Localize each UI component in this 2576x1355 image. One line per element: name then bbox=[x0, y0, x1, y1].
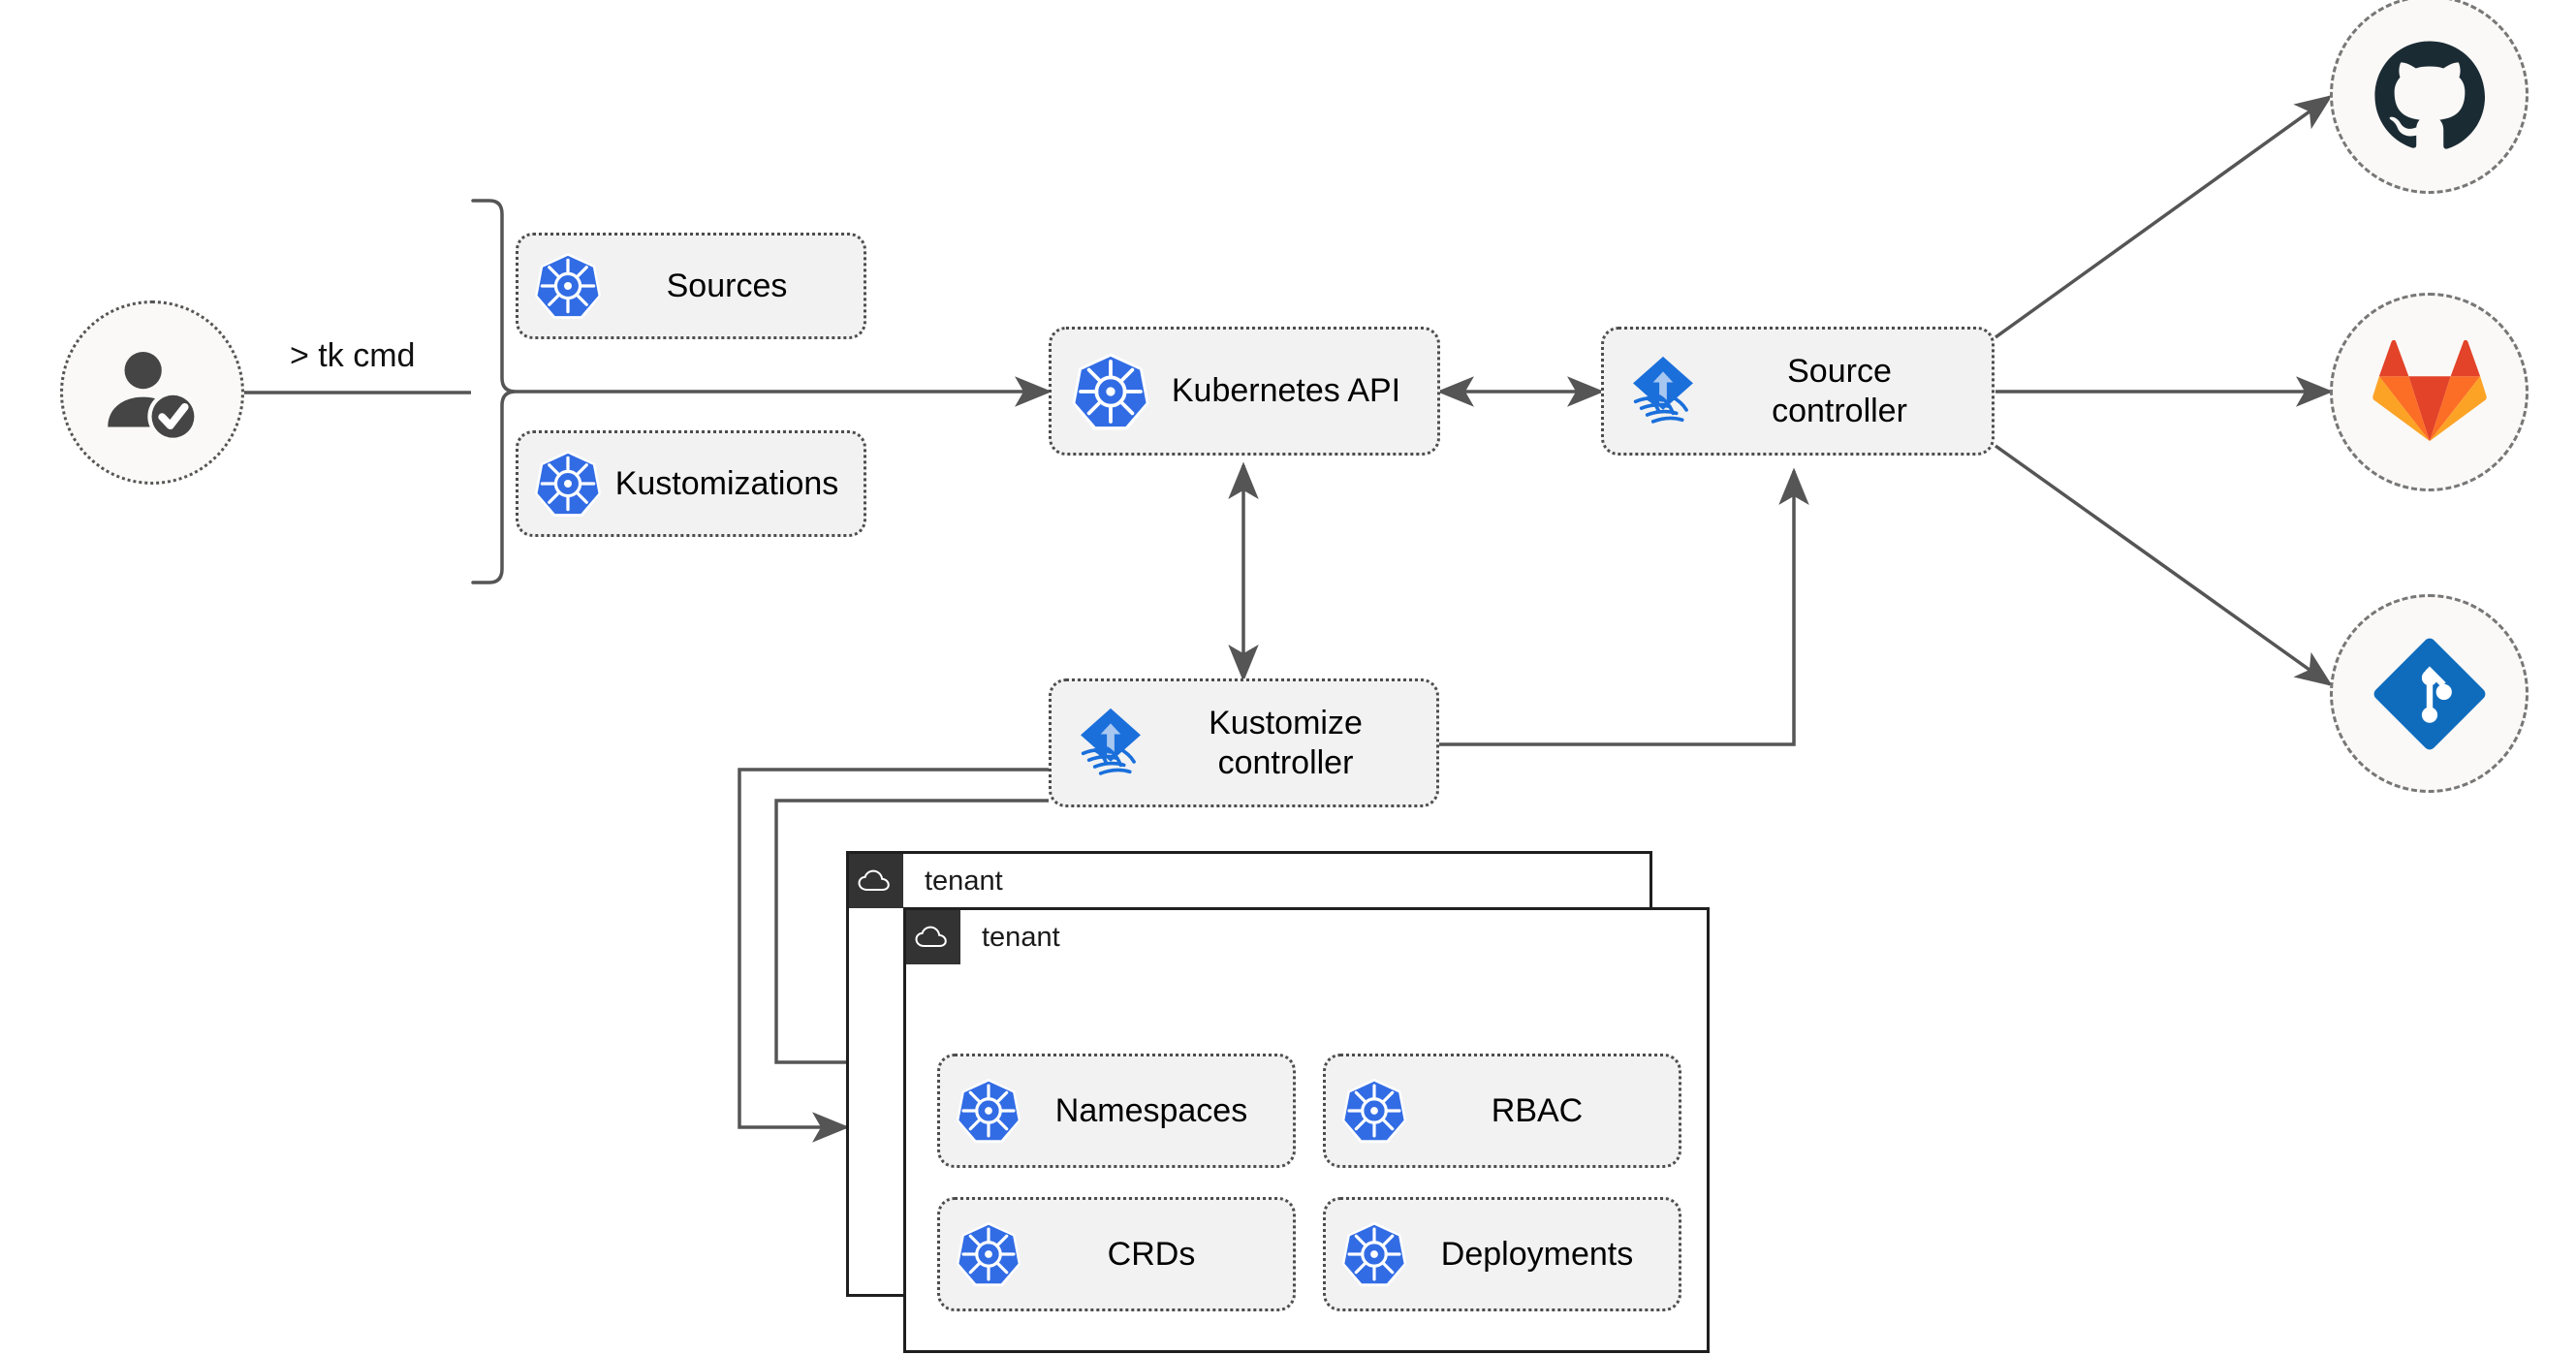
tenant-window-2[interactable]: tenant Namespaces bbox=[903, 907, 1710, 1353]
cloud-icon bbox=[849, 854, 903, 908]
node-kustomize-controller-label: Kustomize controller bbox=[1209, 705, 1363, 781]
cloud-icon bbox=[906, 910, 960, 964]
tenant-2-titlebar: tenant bbox=[906, 910, 1060, 964]
kubernetes-icon bbox=[1339, 1076, 1409, 1146]
tenant-resource-crds-label: CRDs bbox=[1107, 1235, 1196, 1273]
tenant-resource-deployments[interactable]: Deployments bbox=[1323, 1197, 1681, 1311]
edge-source-to-git bbox=[1994, 444, 2333, 687]
tenant-resource-crds[interactable]: CRDs bbox=[937, 1197, 1296, 1311]
node-kustomizations-label: Kustomizations bbox=[614, 464, 839, 502]
node-source-controller-label: Source controller bbox=[1772, 353, 1907, 429]
node-kubernetes-api-label: Kubernetes API bbox=[1171, 372, 1401, 410]
tenant-resource-deployments-label: Deployments bbox=[1440, 1235, 1634, 1273]
kubernetes-icon bbox=[1069, 350, 1152, 433]
tenant-resource-namespaces-label: Namespaces bbox=[1054, 1091, 1248, 1129]
edge-source-to-github bbox=[1994, 94, 2333, 339]
kubernetes-icon bbox=[532, 448, 604, 520]
tenant-resource-rbac-label: RBAC bbox=[1491, 1091, 1584, 1129]
tenant-1-label: tenant bbox=[925, 865, 1003, 897]
repo-gitlab[interactable] bbox=[2330, 293, 2529, 491]
kubernetes-icon bbox=[1339, 1219, 1409, 1289]
gitlab-icon bbox=[2372, 339, 2487, 441]
kubernetes-icon bbox=[954, 1076, 1023, 1146]
flux-icon bbox=[1621, 350, 1705, 433]
tenant-resource-namespaces[interactable]: Namespaces bbox=[937, 1054, 1296, 1168]
git-icon bbox=[2373, 638, 2485, 749]
user-check-icon bbox=[108, 352, 199, 442]
edge-kustomize-to-source-controller bbox=[1439, 467, 1809, 746]
node-source-controller[interactable]: Source controller bbox=[1601, 327, 1995, 456]
node-kubernetes-api[interactable]: Kubernetes API bbox=[1049, 327, 1440, 456]
tenant-1-titlebar: tenant bbox=[849, 854, 1003, 908]
brace-right-curly bbox=[471, 199, 517, 584]
node-sources-label: Sources bbox=[666, 267, 788, 304]
tenant-resource-rbac[interactable]: RBAC bbox=[1323, 1054, 1681, 1168]
command-label: > tk cmd bbox=[290, 337, 416, 374]
node-sources[interactable]: Sources bbox=[516, 233, 866, 339]
flux-icon bbox=[1069, 702, 1152, 785]
github-icon bbox=[2373, 40, 2485, 149]
tenant-2-label: tenant bbox=[982, 921, 1060, 953]
node-kustomize-controller[interactable]: Kustomize controller bbox=[1049, 678, 1439, 807]
node-kustomizations[interactable]: Kustomizations bbox=[516, 430, 866, 537]
kubernetes-icon bbox=[954, 1219, 1023, 1289]
repo-git[interactable] bbox=[2330, 594, 2529, 793]
user-actor-node[interactable] bbox=[60, 300, 244, 485]
repo-github[interactable] bbox=[2330, 0, 2529, 194]
kubernetes-icon bbox=[532, 250, 604, 322]
